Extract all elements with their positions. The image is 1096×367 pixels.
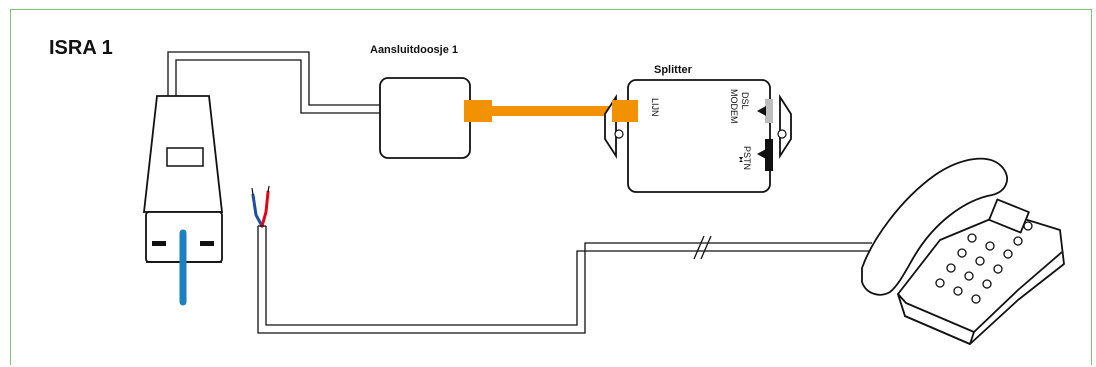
orange-plug: [612, 100, 638, 122]
cable-wires-to-phone: [257, 225, 880, 334]
wire-ends: [251, 185, 270, 196]
phone-icon: [861, 157, 1065, 345]
isra-connector-icon: [142, 95, 224, 263]
splitter-icon: [604, 79, 792, 193]
twisted-pair-wires: [251, 190, 270, 228]
wall-box-icon: [379, 77, 471, 159]
connection-box-label: Aansluitdoosje 1: [370, 44, 459, 56]
port-pstn-label: PSTN: [742, 146, 752, 171]
splitter-label: Splitter: [654, 64, 692, 76]
port-dsl-label: DSL: [740, 92, 750, 110]
diagram-title: ISRA 1: [49, 37, 113, 59]
diagram-frame: [10, 9, 1092, 365]
port-modem-label: MODEM: [729, 89, 739, 124]
cable-break-mark: [693, 235, 712, 260]
port-line-label: LIJN: [650, 98, 660, 117]
cable-isra-to-box: [167, 51, 380, 114]
